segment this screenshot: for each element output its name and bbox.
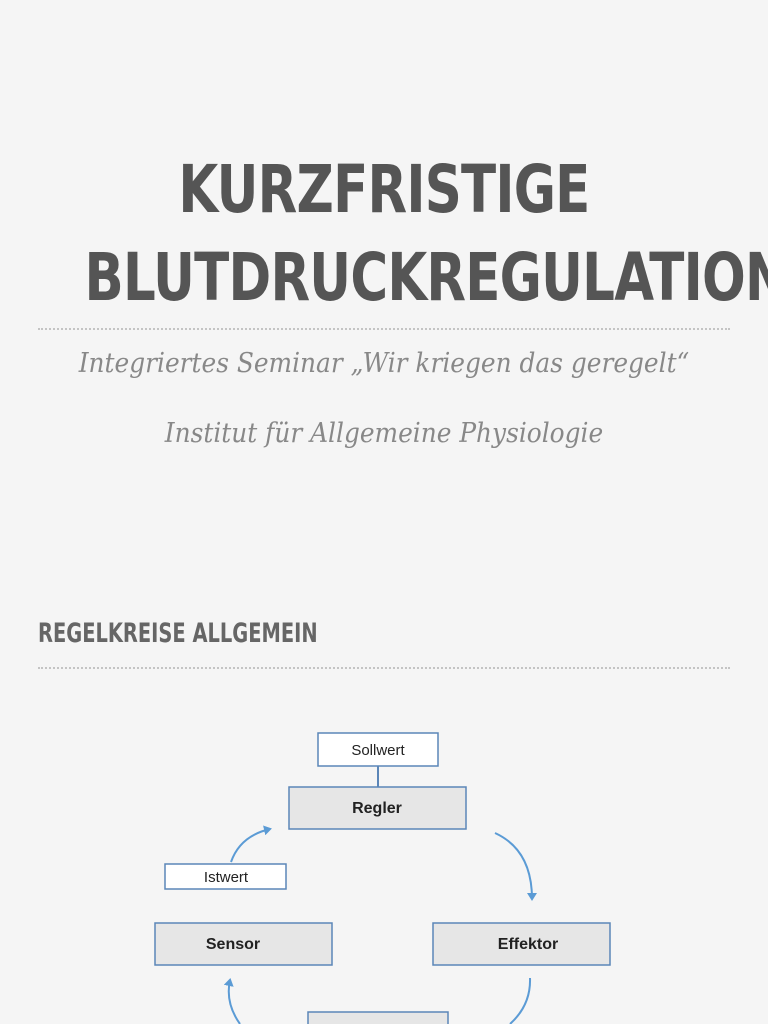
institute-subtitle: Institut für Allgemeine Physiologie	[164, 418, 604, 449]
title-divider	[38, 328, 730, 330]
sensor-label: Sensor	[206, 936, 260, 953]
arrow-regler-to-effektor	[494, 832, 537, 901]
arrow-effektor-to-bottom	[509, 977, 532, 1024]
regler-box	[288, 786, 467, 830]
istwert-box	[164, 863, 287, 890]
effektor-label: Effektor	[498, 936, 558, 953]
arrow-istwert-to-regler	[230, 825, 272, 863]
bottom-box	[307, 1011, 449, 1024]
sollwert-label: Sollwert	[351, 742, 405, 759]
title-line-1: KURZFRISTIGE	[178, 151, 590, 228]
arrow-bottom-to-sensor	[223, 978, 241, 1024]
section-divider	[38, 667, 730, 669]
regler-label: Regler	[352, 800, 402, 817]
istwert-label: Istwert	[204, 869, 249, 886]
sensor-box	[154, 922, 333, 966]
seminar-subtitle: Integriertes Seminar „Wir kriegen das ge…	[78, 348, 690, 379]
sollwert-box	[317, 732, 439, 767]
section-heading: REGELKREISE ALLGEMEIN	[38, 618, 318, 649]
effektor-box	[432, 922, 611, 966]
title-line-2: BLUTDRUCKREGULATION	[84, 239, 768, 316]
